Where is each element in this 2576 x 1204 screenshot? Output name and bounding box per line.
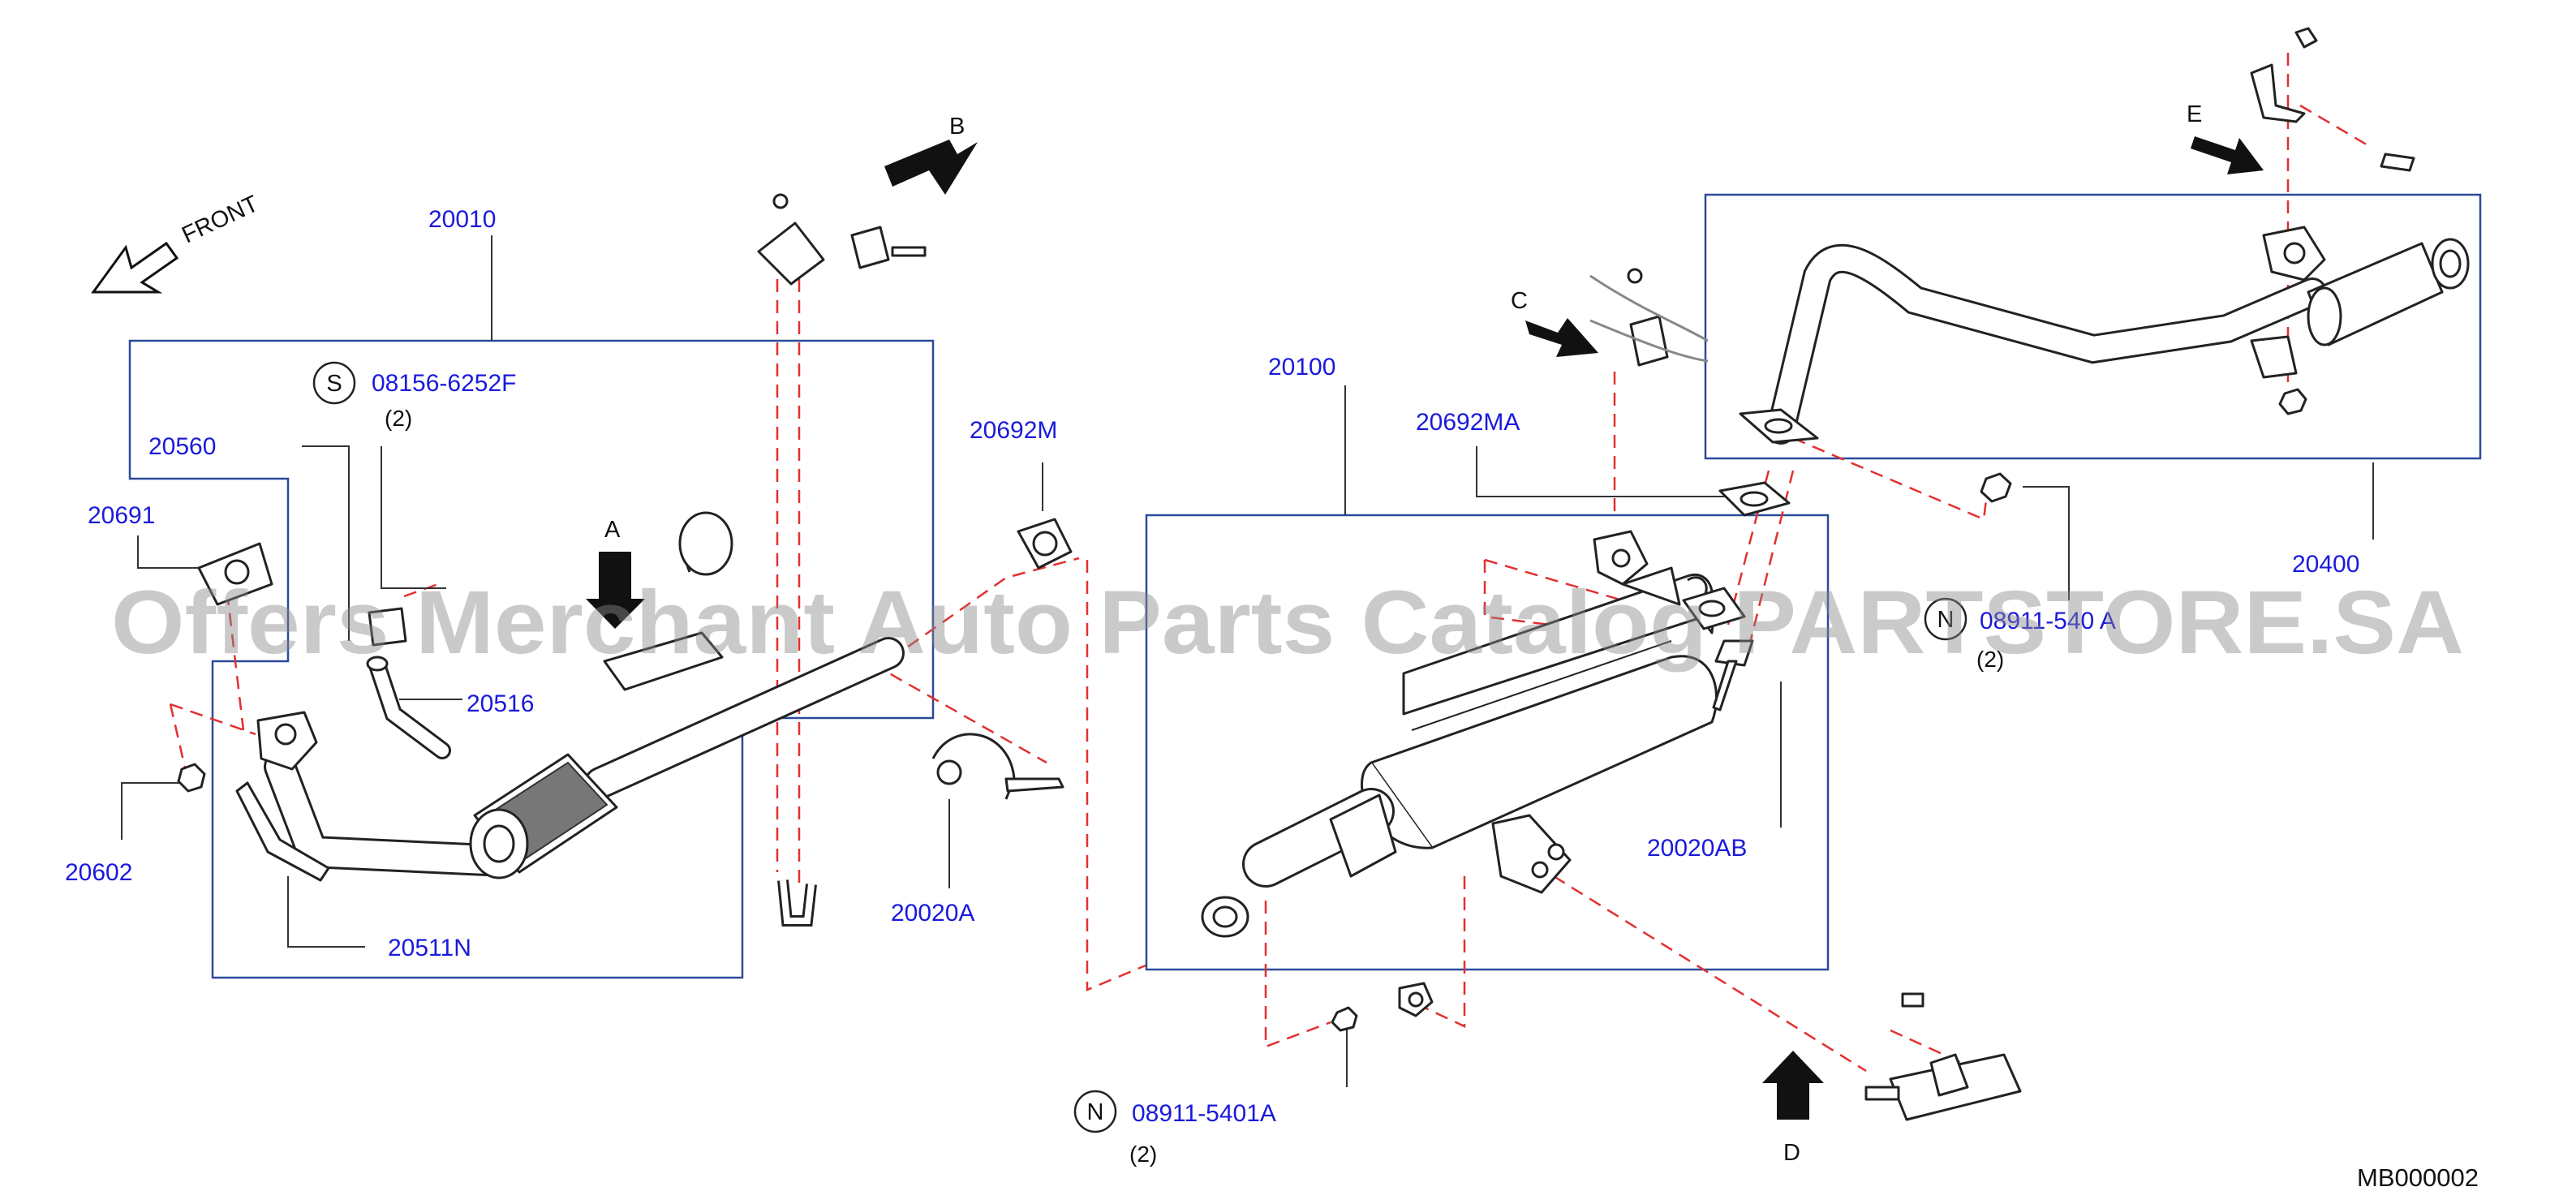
- assembly-lines: [169, 53, 2370, 1073]
- view-label-d: D: [1783, 1140, 1800, 1166]
- nut-08911-540a[interactable]: [1980, 472, 2012, 503]
- pipe-20516[interactable]: [366, 656, 451, 759]
- part-number-20692ma[interactable]: 20692MA: [1416, 409, 1520, 436]
- part-number-20516[interactable]: 20516: [467, 690, 534, 717]
- heat-insulator-small[interactable]: [603, 511, 733, 691]
- fastener-qty-s: (2): [385, 406, 412, 431]
- part-number-20560[interactable]: 20560: [148, 433, 216, 460]
- part-number-20400[interactable]: 20400: [2292, 551, 2359, 578]
- nut-08911-5401a[interactable]: [1331, 982, 1434, 1032]
- clamp-20560[interactable]: [368, 607, 407, 647]
- view-arrow-b: [884, 140, 978, 195]
- hanger-bracket-d[interactable]: [1864, 992, 2022, 1121]
- center-muffler-20100[interactable]: [1201, 566, 1718, 938]
- part-number-20100[interactable]: 20100: [1268, 354, 1335, 381]
- fastener-callout-n-center[interactable]: N 08911-5401A (2): [1073, 1090, 1276, 1167]
- view-arrow-a: [586, 552, 645, 629]
- front-direction-arrow: [91, 241, 179, 294]
- view-label-e: E: [2187, 101, 2202, 127]
- heat-shield-20511n[interactable]: [235, 781, 330, 882]
- fastener-callout-s[interactable]: S 08156-6252F (2): [312, 361, 516, 431]
- frame-front-pipe-assembly: [128, 339, 935, 979]
- rear-muffler-20400[interactable]: [1739, 238, 2470, 445]
- u-hanger-rod[interactable]: [777, 879, 817, 927]
- watermark-text: Offers Merchant Auto Parts Catalog PARTS…: [111, 573, 2464, 673]
- fastener-number-08911-540a[interactable]: 08911-540 A: [1980, 608, 2116, 634]
- fastener-number-08911-5401a[interactable]: 08911-5401A: [1132, 1100, 1276, 1127]
- view-label-a: A: [604, 517, 621, 543]
- frame-center-muffler-assembly: [1145, 514, 1830, 971]
- front-pipe-with-catalyst[interactable]: [256, 637, 905, 879]
- fastener-symbol-n-center: N: [1087, 1099, 1104, 1125]
- view-arrow-d: [1762, 1051, 1824, 1120]
- bolt-clamp-20020a[interactable]: [931, 733, 1064, 800]
- fastener-qty-n-rear: (2): [1976, 647, 2004, 672]
- part-number-20691[interactable]: 20691: [88, 502, 155, 529]
- view-arrow-c: [1525, 318, 1598, 357]
- fastener-callout-n-rear[interactable]: N 08911-540 A (2): [1924, 597, 2116, 672]
- rubber-mount-center[interactable]: [1593, 530, 1649, 586]
- part-number-20020a[interactable]: 20020A: [891, 900, 974, 927]
- bracket-e[interactable]: [2250, 27, 2415, 172]
- part-number-20010[interactable]: 20010: [428, 206, 496, 233]
- view-label-b: B: [949, 114, 965, 140]
- flange-gasket-20692m[interactable]: [1017, 518, 1073, 570]
- fastener-symbol-n-rear: N: [1937, 607, 1955, 633]
- rubber-mount-rear[interactable]: [2262, 226, 2326, 282]
- front-direction-label: FRONT: [178, 191, 262, 248]
- flange-gasket-20692ma[interactable]: [1718, 481, 1791, 517]
- view-arrow-e: [2191, 136, 2264, 174]
- bracket-c[interactable]: [1589, 268, 1709, 367]
- part-number-20692m[interactable]: 20692M: [970, 417, 1057, 444]
- drawing-code: MB000002: [2357, 1163, 2479, 1192]
- frame-rear-muffler-assembly: [1704, 193, 2482, 460]
- nut-rear-lower[interactable]: [2278, 388, 2307, 415]
- leader-lines: [121, 235, 2374, 1087]
- fastener-symbol-s: S: [326, 371, 342, 397]
- view-label-c: C: [1511, 288, 1528, 314]
- fastener-number-08156-6252f[interactable]: 08156-6252F: [372, 370, 516, 397]
- nut-20602[interactable]: [177, 763, 206, 793]
- part-number-20020ab[interactable]: 20020AB: [1647, 835, 1747, 862]
- exhaust-gasket-20691[interactable]: [197, 542, 273, 606]
- part-number-20602[interactable]: 20602: [65, 859, 132, 886]
- fastener-qty-n-center: (2): [1129, 1142, 1157, 1167]
- hanger-bracket-b[interactable]: [757, 193, 927, 286]
- part-number-20511n[interactable]: 20511N: [388, 935, 471, 961]
- bolt-20020ab[interactable]: [1712, 639, 1754, 712]
- flange-center-inlet[interactable]: [1682, 587, 1746, 630]
